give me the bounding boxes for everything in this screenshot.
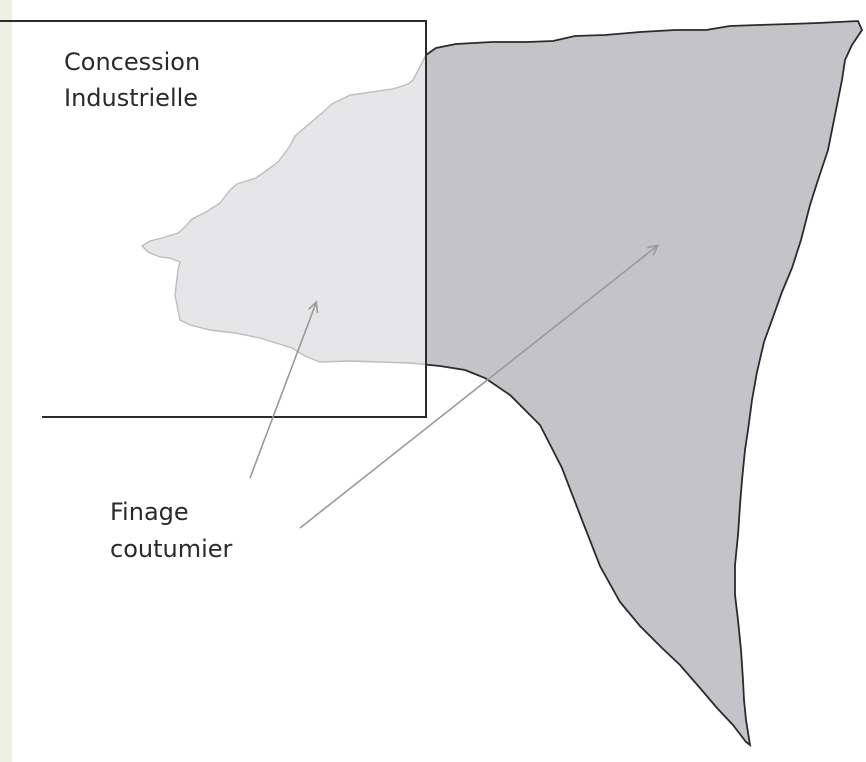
finage-label: Finage coutumier [110, 494, 232, 568]
arrow-to-finage-inside [249, 303, 316, 479]
concession-boundary [0, 20, 427, 418]
arrow-to-finage-outside [299, 246, 657, 529]
finage-area-inside-concession [142, 55, 426, 365]
concession-label-line-2: Industrielle [64, 84, 199, 112]
finage-label-line-2: coutumier [110, 535, 233, 563]
finage-label-line-1: Finage [110, 498, 189, 526]
concession-label: Concession Industrielle [64, 44, 200, 116]
finage-territory [140, 20, 864, 748]
finage-area-outside-concession [426, 21, 862, 745]
finage-pointer-arrows [249, 246, 657, 529]
concession-rectangle [0, 20, 427, 418]
finage-boundary [426, 20, 864, 748]
finage-boundary-inside-concession [140, 54, 426, 366]
concession-label-line-1: Concession [64, 48, 201, 76]
